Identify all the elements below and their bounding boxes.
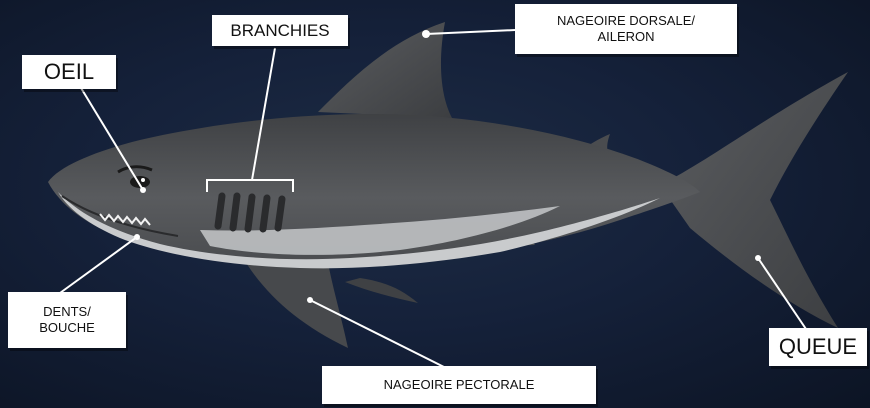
label-dents: DENTS/ BOUCHE [8,292,126,348]
tail-fin [660,72,848,328]
anal-fin [345,278,418,303]
label-oeil: OEIL [22,55,116,89]
label-pectorale: NAGEOIRE PECTORALE [322,366,596,404]
label-queue: QUEUE [769,328,867,366]
label-dorsale: NAGEOIRE DORSALE/ AILERON [515,4,737,54]
label-branchies: BRANCHIES [212,15,348,46]
